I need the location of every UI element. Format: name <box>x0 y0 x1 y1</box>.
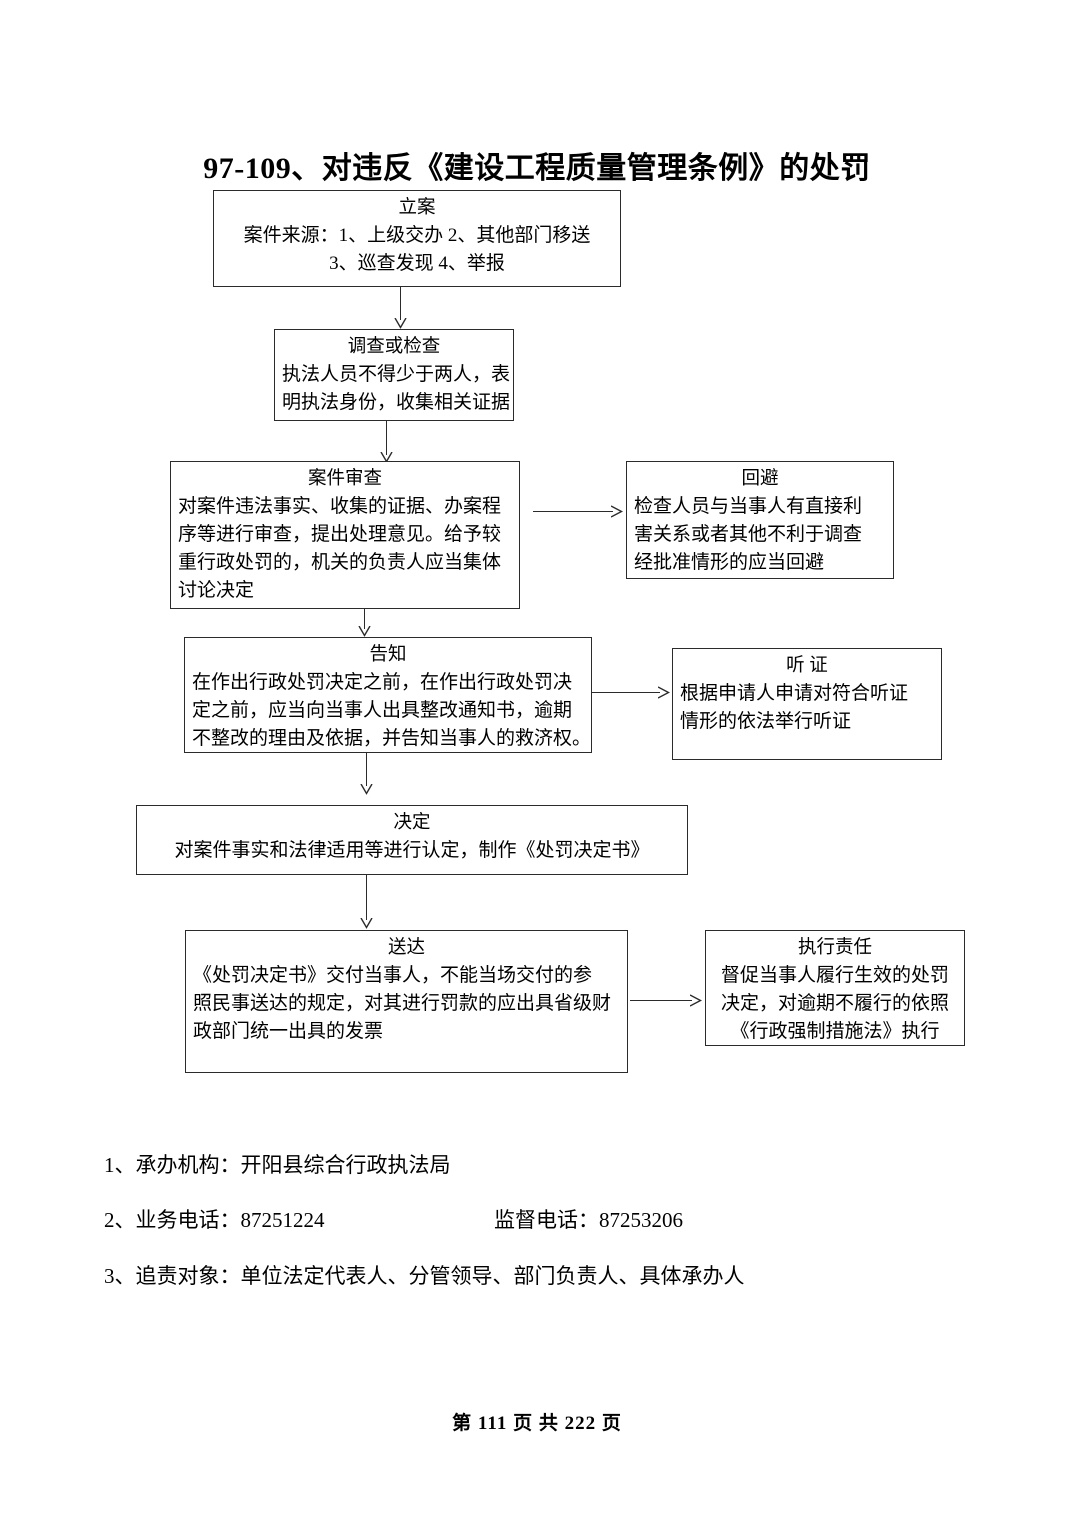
flow-node-title: 决定 <box>393 813 431 833</box>
note-supervision-phone: 监督电话：87253206 <box>494 1208 683 1232</box>
flow-node-decision: 决定 对案件事实和法律适用等进行认定，制作《处罚决定书》 <box>136 805 688 875</box>
connector-notification-to-decision <box>366 753 367 786</box>
flow-node-line: 明执法身份，收集相关证据 <box>282 391 511 413</box>
flow-node-line: 在作出行政处罚决定之前，在作出行政处罚决 <box>192 671 573 693</box>
flow-node-line: 情形的依法举行听证 <box>680 710 852 732</box>
flow-node-body: 根据申请人申请对符合听证 情形的依法举行听证 <box>680 680 934 736</box>
flow-node-line: 案件来源：1、上级交办 2、其他部门移送 <box>243 224 591 246</box>
flow-node-enforcement: 执行责任 督促当事人履行生效的处罚 决定，对逾期不履行的依照 《行政强制措施法》… <box>705 930 965 1046</box>
flow-node-title: 案件审查 <box>307 469 382 489</box>
flow-node-line: 执法人员不得少于两人，表 <box>282 363 511 385</box>
page-title: 97-109、对违反《建设工程质量管理条例》的处罚 <box>203 152 871 186</box>
arrow-right-icon <box>611 505 623 518</box>
flow-node-body: 检查人员与当事人有直接利 害关系或者其他不利于调查 经批准情形的应当回避 <box>634 493 886 577</box>
flow-node-investigation: 调查或检查 执法人员不得少于两人，表 明执法身份，收集相关证据 <box>274 329 514 421</box>
flow-node-recusal: 回避 检查人员与当事人有直接利 害关系或者其他不利于调查 经批准情形的应当回避 <box>626 461 894 579</box>
flow-node-title: 执行责任 <box>797 938 872 958</box>
flow-node-case-review: 案件审查 对案件违法事实、收集的证据、办案程 序等进行审查，提出处理意见。给予较… <box>170 461 520 609</box>
arrow-right-icon <box>658 686 670 699</box>
flow-node-line: 督促当事人履行生效的处罚 <box>720 964 949 986</box>
flow-node-line: 序等进行审查，提出处理意见。给予较 <box>178 523 502 545</box>
flow-node-hearing: 听 证 根据申请人申请对符合听证 情形的依法举行听证 <box>672 648 942 760</box>
note-accountable-parties: 3、追责对象：单位法定代表人、分管领导、部门负责人、具体承办人 <box>104 1262 745 1291</box>
page-number: 第 111 页 共 222 页 <box>452 1413 622 1434</box>
flow-node-body: 督促当事人履行生效的处罚 决定，对逾期不履行的依照 《行政强制措施法》执行 <box>713 962 957 1046</box>
flow-node-body: 执法人员不得少于两人，表 明执法身份，收集相关证据 <box>282 361 511 417</box>
flow-node-line: 不整改的理由及依据，并告知当事人的救济权。 <box>192 728 592 750</box>
flow-node-title: 立案 <box>398 198 436 218</box>
connector-investigation-to-review <box>386 421 387 455</box>
flow-node-line: 讨论决定 <box>178 580 255 602</box>
flow-node-title: 回避 <box>741 469 779 489</box>
arrow-down-icon <box>394 318 407 329</box>
note-text: 2、业务电话：87251224 <box>104 1208 325 1232</box>
flow-node-line: 照民事送达的规定，对其进行罚款的应出具省级财 <box>193 992 612 1014</box>
flow-node-line: 《处罚决定书》交付当事人，不能当场交付的参 <box>193 964 593 986</box>
note-text: 1、承办机构：开阳县综合行政执法局 <box>104 1153 451 1177</box>
flow-node-line: 检查人员与当事人有直接利 <box>634 495 863 517</box>
flow-node-body: 在作出行政处罚决定之前，在作出行政处罚决 定之前，应当向当事人出具整改通知书，逾… <box>192 669 592 753</box>
flow-node-title: 听 证 <box>786 656 828 676</box>
flow-node-line: 定之前，应当向当事人出具整改通知书，逾期 <box>192 699 573 721</box>
flow-node-line: 根据申请人申请对符合听证 <box>680 682 909 704</box>
connector-filing-to-investigation <box>400 287 401 320</box>
connector-review-to-recusal <box>533 511 613 512</box>
flow-node-notification: 告知 在作出行政处罚决定之前，在作出行政处罚决 定之前，应当向当事人出具整改通知… <box>184 637 592 753</box>
flow-node-line: 政部门统一出具的发票 <box>193 1021 384 1043</box>
note-text: 3、追责对象：单位法定代表人、分管领导、部门负责人、具体承办人 <box>104 1264 745 1288</box>
arrow-right-icon <box>690 994 702 1007</box>
connector-decision-to-service <box>366 875 367 920</box>
flow-node-line: 害关系或者其他不利于调查 <box>634 523 863 545</box>
connector-notification-to-hearing <box>592 692 660 693</box>
flow-node-body: 《处罚决定书》交付当事人，不能当场交付的参 照民事送达的规定，对其进行罚款的应出… <box>193 962 620 1046</box>
flow-node-line: 决定，对逾期不履行的依照 <box>720 992 949 1014</box>
note-phone-numbers: 2、业务电话：87251224 监督电话：87253206 <box>104 1206 683 1235</box>
connector-service-to-enforcement <box>630 1000 692 1001</box>
flow-node-service: 送达 《处罚决定书》交付当事人，不能当场交付的参 照民事送达的规定，对其进行罚款… <box>185 930 628 1073</box>
arrow-down-icon <box>360 918 373 929</box>
flow-node-body: 对案件事实和法律适用等进行认定，制作《处罚决定书》 <box>144 837 680 865</box>
flow-node-line: 经批准情形的应当回避 <box>634 552 825 574</box>
connector-review-to-notification <box>364 609 365 629</box>
arrow-down-icon <box>360 784 373 795</box>
flow-node-line: 《行政强制措施法》执行 <box>730 1021 940 1043</box>
flow-node-body: 案件来源：1、上级交办 2、其他部门移送 3、巡查发现 4、举报 <box>221 222 613 278</box>
arrow-down-icon <box>358 626 371 637</box>
flow-node-line: 3、巡查发现 4、举报 <box>329 252 505 274</box>
flow-node-line: 重行政处罚的，机关的负责人应当集体 <box>178 552 502 574</box>
flow-node-title: 告知 <box>369 645 407 665</box>
flow-node-title: 调查或检查 <box>347 337 441 357</box>
flow-node-line: 对案件违法事实、收集的证据、办案程 <box>178 495 502 517</box>
flow-node-title: 送达 <box>387 938 425 958</box>
note-handling-agency: 1、承办机构：开阳县综合行政执法局 <box>104 1151 451 1180</box>
flow-node-filing: 立案 案件来源：1、上级交办 2、其他部门移送 3、巡查发现 4、举报 <box>213 190 621 287</box>
flow-node-line: 对案件事实和法律适用等进行认定，制作《处罚决定书》 <box>174 839 650 861</box>
flow-node-body: 对案件违法事实、收集的证据、办案程 序等进行审查，提出处理意见。给予较 重行政处… <box>178 493 512 605</box>
